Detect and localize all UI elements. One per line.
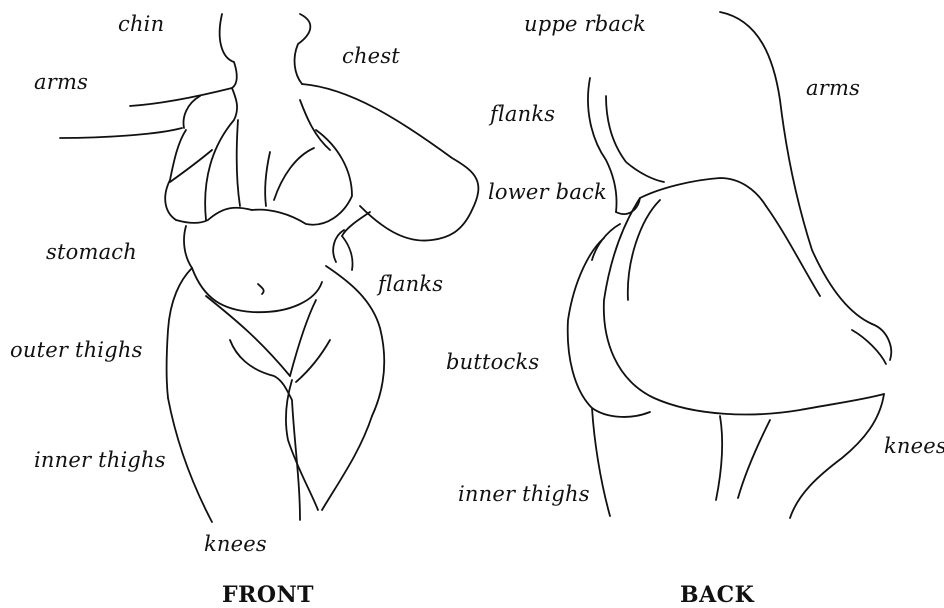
front-label-inner-thighs: inner thighs bbox=[34, 448, 166, 472]
back-label-buttocks: buttocks bbox=[446, 350, 539, 374]
back-label-upper-back: uppe rback bbox=[524, 12, 646, 36]
front-label-stomach: stomach bbox=[46, 240, 137, 264]
back-label-inner-thighs: inner thighs bbox=[458, 482, 590, 506]
front-label-chin: chin bbox=[118, 12, 164, 36]
front-label-arms: arms bbox=[34, 70, 88, 94]
front-label-knees: knees bbox=[204, 532, 267, 556]
back-label-knees: knees bbox=[884, 434, 944, 458]
front-label-outer-thighs: outer thighs bbox=[10, 338, 143, 362]
back-label-arms: arms bbox=[806, 76, 860, 100]
back-label-flanks: flanks bbox=[490, 102, 555, 126]
back-label-lower-back: lower back bbox=[488, 180, 607, 204]
front-caption: FRONT bbox=[222, 582, 314, 608]
front-label-chest: chest bbox=[342, 44, 400, 68]
back-caption: BACK bbox=[680, 582, 754, 608]
front-label-flanks: flanks bbox=[378, 272, 443, 296]
